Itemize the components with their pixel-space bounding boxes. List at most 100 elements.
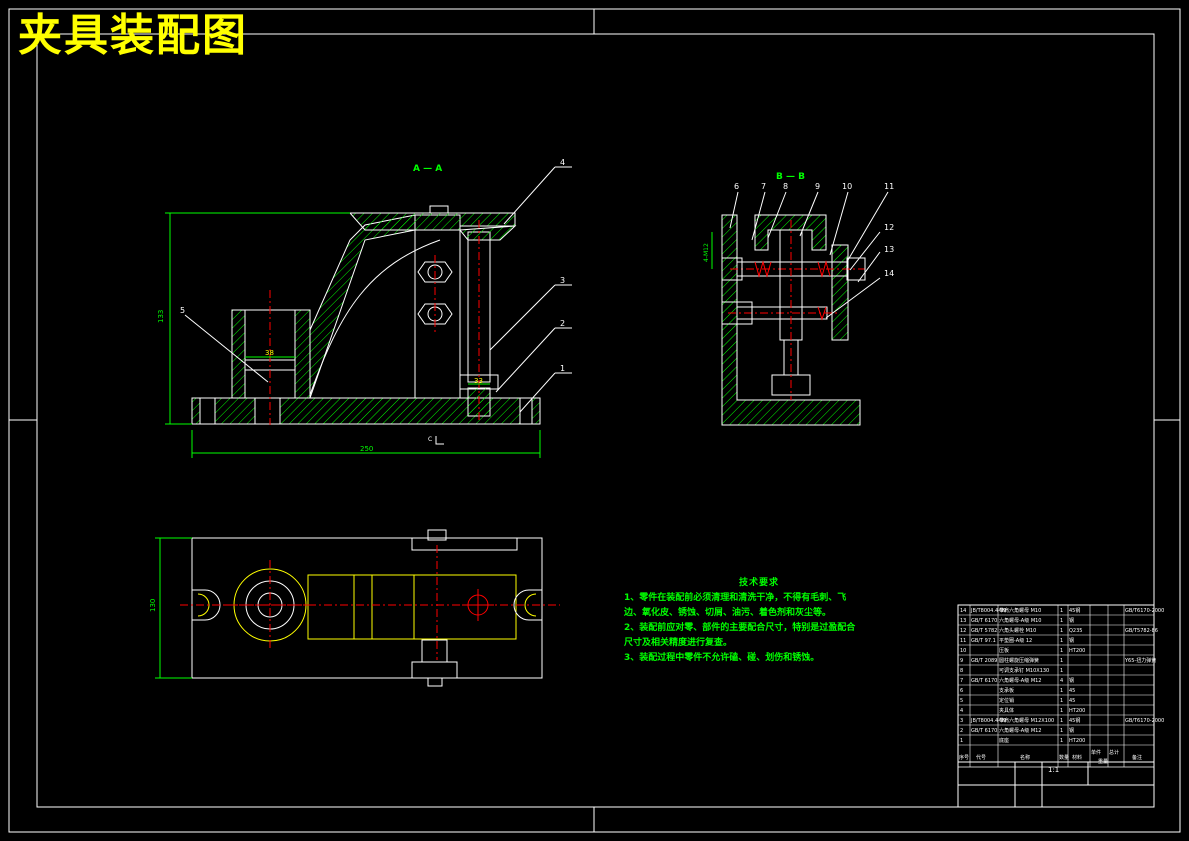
- technical-requirements: 技术要求 1、零件在装配前必须清理和清洗干净，不得有毛刺、飞 边、氧化皮、锈蚀、…: [624, 576, 894, 666]
- bom-no: 4: [960, 708, 963, 714]
- bom-no: 11: [960, 638, 966, 644]
- bom-material: 钢: [1069, 637, 1074, 644]
- bom-no: 14: [960, 608, 966, 614]
- bom-qty: 1: [1060, 728, 1063, 734]
- bom-name: 六角螺母-A级 M10: [999, 617, 1042, 624]
- bom-name: 六角头螺栓 M10: [999, 627, 1036, 634]
- bom-name: 带肩六角螺母 M10: [999, 607, 1041, 614]
- dim-front-height: 133: [157, 310, 165, 323]
- bom-qty: 1: [1060, 708, 1063, 714]
- bom-no: 2: [960, 728, 963, 734]
- bom-qty: 1: [1060, 718, 1063, 724]
- tech-line: 尺寸及相关精度进行复查。: [624, 638, 733, 648]
- tech-line: 3、装配过程中零件不允许磕、碰、划伤和锈蚀。: [624, 653, 820, 663]
- bom-material: 钢: [1069, 677, 1074, 684]
- bom-material: 45钢: [1069, 607, 1080, 614]
- bom-no: 9: [960, 658, 963, 664]
- dim-top-height: 130: [149, 599, 157, 612]
- bom-name: 夹具体: [999, 707, 1014, 714]
- balloon-1: 1: [560, 364, 565, 373]
- bom-qty: 1: [1060, 638, 1063, 644]
- tech-line: 边、氧化皮、锈蚀、切屑、油污、着色剂和灰尘等。: [624, 608, 832, 618]
- bom-qty: 1: [1060, 608, 1063, 614]
- balloon-14: 14: [884, 269, 894, 278]
- bom-name: 平垫圈-A级 12: [999, 637, 1032, 644]
- bom-note: Y65-扭力弹簧: [1124, 657, 1156, 664]
- bom-header-code: 代号: [976, 754, 986, 761]
- balloon-12: 12: [884, 223, 894, 232]
- bom-header-note: 备注: [1132, 754, 1142, 761]
- bom-no: 10: [960, 648, 966, 654]
- bom-qty: 1: [1060, 648, 1063, 654]
- bom-no: 13: [960, 618, 966, 624]
- bom-qty: 1: [1060, 698, 1063, 704]
- bom-material: HT200: [1069, 648, 1085, 654]
- bom-name: 底座: [999, 737, 1009, 744]
- bom-material: 钢: [1069, 727, 1074, 734]
- bom-name: 支承板: [999, 687, 1014, 694]
- bom-header-unit-weight: 单件: [1091, 749, 1101, 756]
- balloon-8: 8: [783, 182, 788, 191]
- bom-qty: 1: [1060, 668, 1063, 674]
- bom-header-qty: 数量: [1059, 754, 1069, 761]
- bom-name: 圆柱螺旋压缩弹簧: [999, 657, 1039, 664]
- bom-name: 定位销: [999, 697, 1014, 704]
- bom-note: GB/T6170-2000: [1125, 608, 1164, 614]
- bom-qty: 1: [1060, 628, 1063, 634]
- front-section-view: A — A: [157, 158, 572, 458]
- balloon-7: 7: [761, 182, 766, 191]
- bom-no: 8: [960, 668, 963, 674]
- bom-material: 钢: [1069, 617, 1074, 624]
- bom-material: HT200: [1069, 708, 1085, 714]
- bom-qty: 4: [1060, 678, 1063, 684]
- bom-material: 45钢: [1069, 717, 1080, 724]
- bom-name: 六角螺母-A级 M12: [999, 677, 1042, 684]
- bom-qty: 1: [1060, 658, 1063, 664]
- bom-qty: 1: [1060, 738, 1063, 744]
- scale-label: 1:1: [1048, 766, 1059, 774]
- section-bb-label: B — B: [776, 172, 805, 182]
- bom-note: GB/T6170-2000: [1125, 718, 1164, 724]
- bom-no: 6: [960, 688, 963, 694]
- balloon-3: 3: [560, 276, 565, 285]
- bom-no: 5: [960, 698, 963, 704]
- bom-material: 45: [1069, 688, 1075, 694]
- side-section-view: B — B 4-M12: [703, 172, 894, 426]
- bom-no: 7: [960, 678, 963, 684]
- dim-hole-width: 38: [265, 349, 274, 357]
- bom-name: 压板: [999, 647, 1009, 654]
- bom-header-no: 序号: [959, 754, 969, 761]
- bom-header-weight: 重量: [1098, 758, 1108, 765]
- bom-material: HT200: [1069, 738, 1085, 744]
- tech-line: 1、零件在装配前必须清理和清洗干净，不得有毛刺、飞: [624, 593, 847, 603]
- drawing-title: 夹具装配图: [18, 10, 248, 61]
- bom-header-material: 材料: [1072, 754, 1082, 761]
- bom-no: 1: [960, 738, 963, 744]
- bom-code: GB/T 6170: [971, 618, 997, 624]
- bom-material: 45: [1069, 698, 1075, 704]
- bom-no: 3: [960, 718, 963, 724]
- balloon-6: 6: [734, 182, 739, 191]
- bom-code: JB/T8004.4-99: [970, 718, 1006, 724]
- bom-no: 12: [960, 628, 966, 634]
- balloon-11: 11: [884, 182, 894, 191]
- balloon-9: 9: [815, 182, 820, 191]
- drawing-frame: [8, 8, 1181, 833]
- bom-name: 带肩六角螺母 M12X100: [999, 717, 1054, 724]
- tech-heading: 技术要求: [738, 578, 779, 588]
- bom-qty: 1: [1060, 618, 1063, 624]
- balloon-5: 5: [180, 306, 185, 315]
- balloon-13: 13: [884, 245, 894, 254]
- bom-header-name: 名称: [1020, 754, 1030, 761]
- bom-name: 六角螺母-A级 M12: [999, 727, 1042, 734]
- balloon-2: 2: [560, 319, 565, 328]
- bom-code: GB/T 97.1: [971, 638, 996, 644]
- dim-bolt-dia: 33: [474, 377, 483, 385]
- bom-code: JB/T8004.4-99: [970, 608, 1006, 614]
- bom-name: 可调支承钉 M10X130: [999, 667, 1049, 674]
- dim-side-bolt: 4-M12: [703, 243, 710, 262]
- bom-header-total-weight: 总计: [1109, 749, 1119, 756]
- balloon-4: 4: [560, 158, 565, 167]
